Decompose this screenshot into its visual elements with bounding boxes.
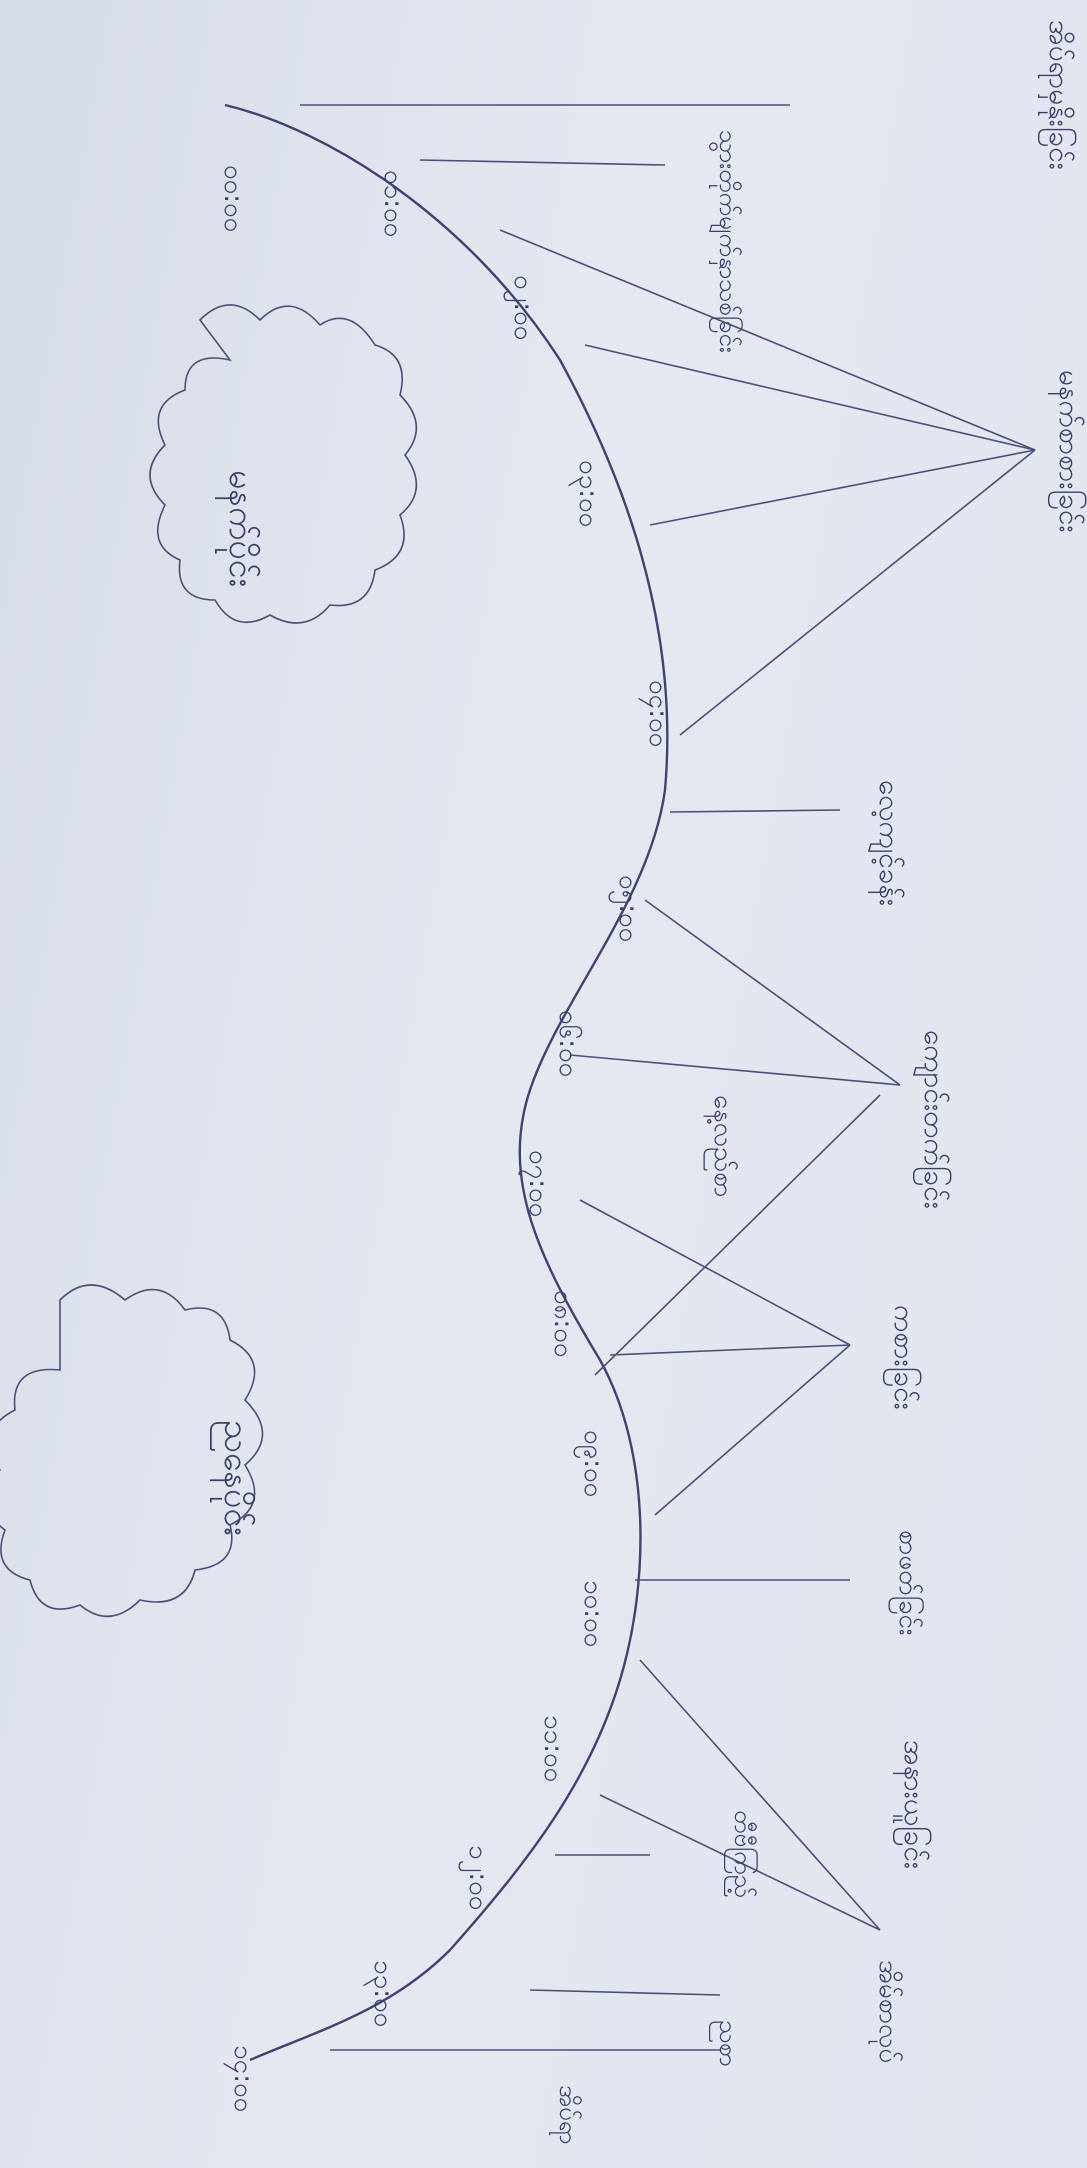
time-label: ၀၂:၀၀ <box>503 275 538 341</box>
activity-label: အိပ်ရာမှနိုးခြင်း <box>1037 20 1078 170</box>
activity-label: တီဗီကြည့် <box>724 1810 759 1898</box>
time-label: ၀၈:၀၀ <box>548 1290 578 1358</box>
activity-label: နေ့လည်စာ <box>703 1095 739 1197</box>
time-labels: ၀၀:၀၀ ၀၁:၀၀ ၀၂:၀၀ ၀၃:၀၀ ၀၄:၀၀ ၀၅:၀၀ ၀၆:၀… <box>218 165 673 2113</box>
time-label: ၀၄:၀၀ <box>638 680 673 748</box>
time-label: ၁၁:၀၀ <box>538 1715 568 1783</box>
time-label: ၀၃:၀၀ <box>568 460 603 528</box>
time-label: ၀၉:၀၀ <box>573 1430 608 1498</box>
activity-label: စာဖတ်ခြင်း <box>888 1530 926 1636</box>
activity-label: ကစားခြင်း <box>882 1305 923 1410</box>
activity-label: အိပ်ရာ <box>549 2085 583 2145</box>
morning-cloud-label: မနက်ပိုင်း <box>215 470 261 587</box>
evening-cloud <box>0 1284 264 1618</box>
time-label: ၀၀:၀၀ <box>218 165 248 233</box>
activity-label: ကျောင်းတက်ခြင်း <box>912 1030 953 1209</box>
activity-label: အနားယူခြင်း <box>892 1740 933 1869</box>
activity-label: မနက်စာစားခြင်း <box>1047 370 1087 533</box>
activity-label: ညစာ <box>709 2020 742 2067</box>
activity-labels: အိပ်ရာမှနိုးခြင်း သွားတိုက်မျက်နှာသစ်ခြင… <box>549 20 1087 2145</box>
time-label: ၀၁:၀၀ <box>378 170 408 238</box>
time-label: ၁၀:၀၀ <box>578 1580 608 1648</box>
activity-lines <box>300 104 1036 2051</box>
activity-label: အိမ်စာလုပ် <box>868 1960 904 2063</box>
time-label: ၁၃:၀၀ <box>363 1960 398 2028</box>
time-label: ၀၇:၀၀ <box>518 1150 553 1218</box>
activity-label: လေ့ကျင့်ခန်း <box>867 780 907 906</box>
time-label: ၁၄:၀၀ <box>223 2045 258 2113</box>
morning-cloud <box>149 304 418 624</box>
timeline-curve <box>224 103 669 2062</box>
activity-label: သွားတိုက်မျက်နှာသစ်ခြင်း <box>708 130 744 353</box>
time-label: ၀၅:၀၀ <box>608 875 643 943</box>
evening-cloud-label: ညနေပိုင်း <box>210 1420 256 1536</box>
time-label: ၁၂:၀၀ <box>458 1845 493 1911</box>
time-label: ၀၆:၀၀ <box>553 1010 585 1078</box>
